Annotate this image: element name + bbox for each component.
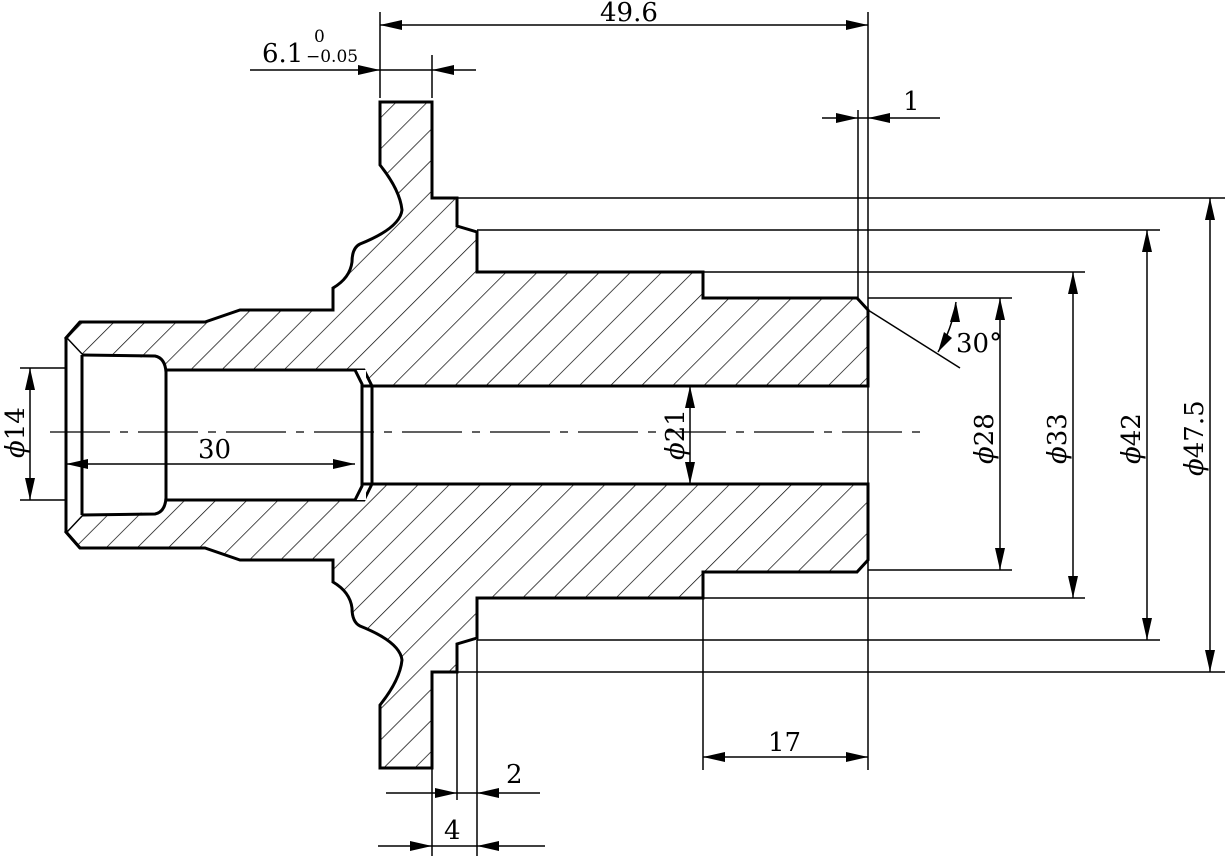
upper-section-hatch	[63, 100, 870, 388]
dim-dia-28: ϕ28	[970, 413, 1000, 464]
dim-flange-thickness: 6.1	[262, 39, 303, 69]
dim-dia-21: ϕ21	[661, 409, 691, 460]
dim-overall-length: 49.6	[600, 0, 658, 28]
dim-dia-33: ϕ33	[1043, 413, 1073, 464]
dim-chamfer-length: 1	[903, 87, 920, 117]
dim-step-length: 17	[768, 728, 801, 758]
dim-dia-14: ϕ14	[1, 407, 31, 458]
dim-flange-tol-lower: −0.05	[306, 47, 358, 67]
lower-section-hatch	[63, 482, 870, 770]
dim-groove-width: 2	[506, 760, 523, 790]
dim-dia-42: ϕ42	[1117, 413, 1147, 464]
dim-groove-offset: 4	[444, 816, 461, 846]
bore-main	[372, 386, 868, 484]
dim-dia-47-5: ϕ47.5	[1180, 400, 1210, 476]
dim-chamfer-angle: 30°	[956, 329, 1002, 359]
dim-flange-tol-upper: 0	[314, 27, 325, 47]
dimension-labels: 49.6 6.1 0 −0.05 1 30° 30 17 2 4 ϕ14 ϕ21…	[1, 0, 1210, 846]
part-section	[63, 100, 870, 770]
dim-bore-depth: 30	[198, 435, 231, 465]
bore-small	[66, 338, 166, 532]
extension-lines	[20, 12, 1225, 856]
dimension-lines	[25, 20, 1215, 851]
